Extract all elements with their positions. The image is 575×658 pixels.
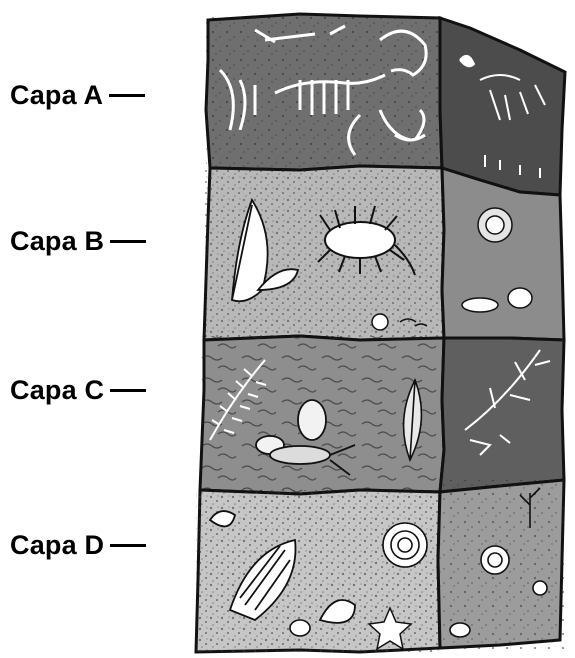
layer-b (204, 166, 564, 340)
layer-c (200, 336, 564, 494)
layer-c-side (440, 338, 564, 492)
flower-fossil-b (478, 208, 512, 242)
layer-a-side (440, 18, 565, 195)
layer-d (196, 480, 564, 652)
layer-b-side (442, 168, 564, 340)
